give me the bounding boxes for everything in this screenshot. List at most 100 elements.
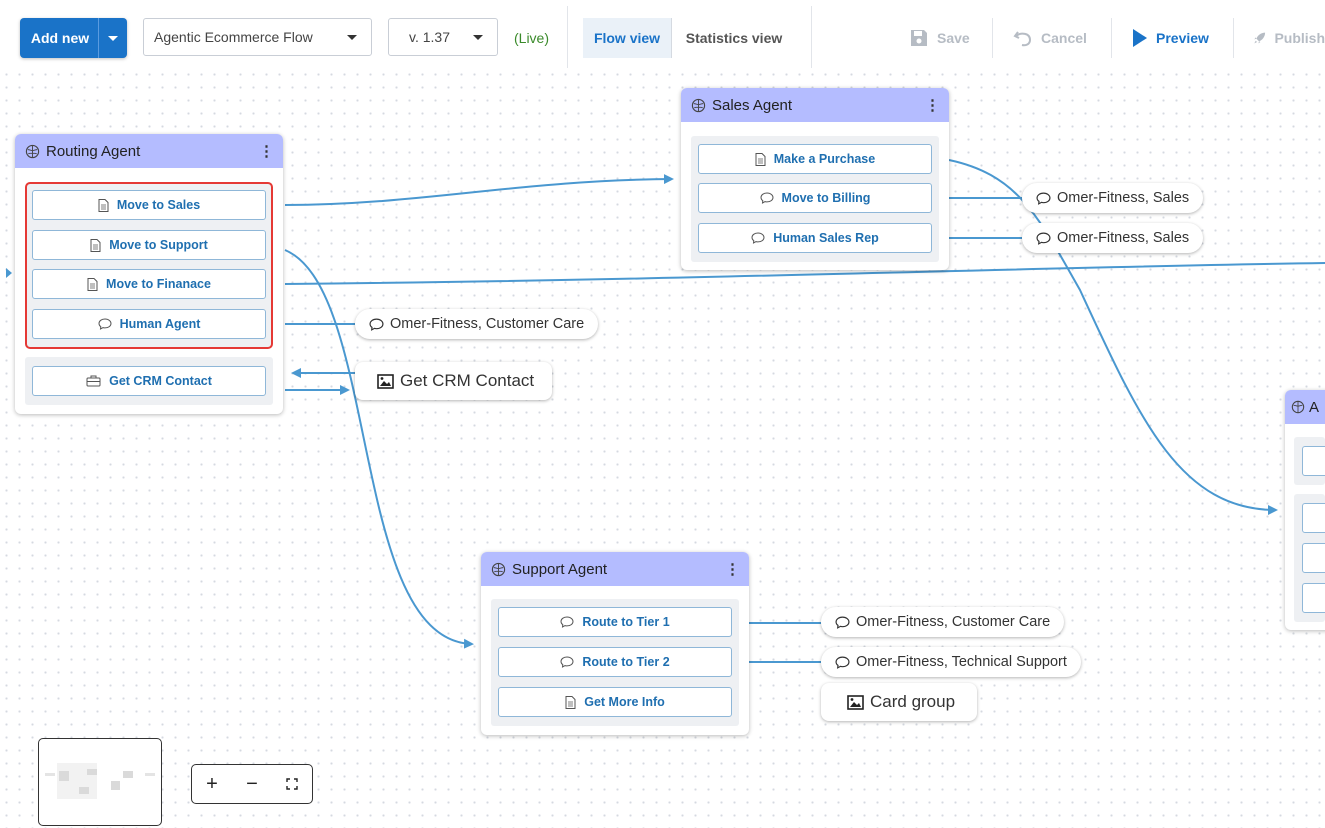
minimap-node <box>45 773 55 776</box>
brain-icon <box>691 98 706 112</box>
zoom-in-button[interactable]: + <box>206 772 218 795</box>
kebab-menu-icon[interactable]: ⋮ <box>725 560 740 578</box>
brain-icon <box>491 562 506 576</box>
add-new-button[interactable]: Add new <box>20 18 127 58</box>
pill-label: Omer-Fitness, Technical Support <box>856 654 1067 670</box>
rocket-icon <box>1254 32 1266 44</box>
chat-bubble-icon <box>1036 192 1051 205</box>
toolbar-divider <box>1233 18 1234 58</box>
image-card-icon <box>847 694 864 710</box>
button-make-a-purchase[interactable]: Make a Purchase <box>698 144 932 174</box>
button-move-to-billing[interactable]: Move to Billing <box>698 183 932 213</box>
button-label: Make a Purchase <box>773 152 876 166</box>
minimap-node <box>111 781 120 790</box>
pill-card-group[interactable]: Card group <box>821 683 978 721</box>
flow-select[interactable]: Agentic Ecommerce Flow <box>143 18 372 56</box>
version-select[interactable]: v. 1.37 <box>388 18 498 56</box>
undo-icon <box>1013 31 1032 47</box>
button-get-more-info[interactable]: Get More Info <box>498 687 732 717</box>
minimap[interactable] <box>38 738 162 826</box>
minimap-node <box>87 769 97 775</box>
toolbar-divider <box>567 6 568 68</box>
node-header[interactable]: Support Agent ⋮ <box>481 552 749 586</box>
pill-label: Get CRM Contact <box>400 371 535 390</box>
chevron-down-icon <box>473 34 483 40</box>
button-label: Get More Info <box>584 695 665 709</box>
save-label: Save <box>937 30 970 46</box>
node-title: Routing Agent <box>46 142 141 160</box>
zoom-out-button[interactable]: − <box>246 772 258 795</box>
minimap-node <box>123 771 133 778</box>
chat-bubble-icon <box>1036 232 1051 245</box>
button-label: Move to Support <box>109 238 208 252</box>
document-icon <box>87 277 98 291</box>
button-route-to-tier-2[interactable]: Route to Tier 2 <box>498 647 732 677</box>
node-header[interactable]: Routing Agent ⋮ <box>15 134 283 168</box>
chevron-down-icon <box>347 34 357 40</box>
flow-select-value: Agentic Ecommerce Flow <box>154 29 313 45</box>
node-button[interactable] <box>1302 543 1325 573</box>
save-icon <box>911 30 927 46</box>
button-label: Route to Tier 2 <box>582 655 670 669</box>
node-button[interactable] <box>1302 583 1325 613</box>
brain-icon <box>25 144 40 158</box>
pill-routing-human[interactable]: Omer-Fitness, Customer Care <box>355 309 599 339</box>
publish-label: Publish <box>1274 30 1325 46</box>
node-header[interactable]: Sales Agent ⋮ <box>681 88 949 122</box>
tab-statistics-view-label: Statistics view <box>685 30 783 46</box>
preview-label: Preview <box>1156 30 1209 46</box>
chat-bubble-icon <box>98 318 112 330</box>
version-select-value: v. 1.37 <box>409 29 450 45</box>
button-label: Move to Sales <box>116 198 201 212</box>
button-move-to-sales[interactable]: Move to Sales <box>32 190 266 220</box>
publish-button[interactable]: Publish <box>1253 26 1325 50</box>
button-move-to-support[interactable]: Move to Support <box>32 230 266 260</box>
kebab-menu-icon[interactable]: ⋮ <box>259 142 274 160</box>
button-label: Move to Finanace <box>106 277 211 291</box>
button-move-to-finance[interactable]: Move to Finanace <box>32 269 266 299</box>
pill-get-crm-contact[interactable]: Get CRM Contact <box>355 362 553 400</box>
tab-statistics-view[interactable]: Statistics view <box>672 18 796 58</box>
pill-support-tier2[interactable]: Omer-Fitness, Technical Support <box>821 647 1081 677</box>
document-icon <box>755 152 766 166</box>
toolbar-divider <box>992 18 993 58</box>
node-title: A <box>1309 398 1320 416</box>
node-button[interactable] <box>1302 503 1325 533</box>
play-icon <box>1133 29 1147 47</box>
tab-flow-view-label: Flow view <box>593 30 661 46</box>
button-label: Human Agent <box>119 317 201 331</box>
chat-bubble-icon <box>835 656 850 669</box>
pill-support-tier1[interactable]: Omer-Fitness, Customer Care <box>821 607 1065 637</box>
brain-icon <box>1291 400 1305 414</box>
button-get-crm-contact[interactable]: Get CRM Contact <box>32 366 266 396</box>
button-label: Human Sales Rep <box>773 231 879 245</box>
pill-label: Omer-Fitness, Sales <box>1057 230 1190 246</box>
fit-view-button[interactable] <box>278 773 306 796</box>
chat-bubble-icon <box>751 232 765 244</box>
chat-bubble-icon <box>560 616 574 628</box>
button-route-to-tier-1[interactable]: Route to Tier 1 <box>498 607 732 637</box>
toolbar-divider <box>1111 18 1112 58</box>
tab-flow-view[interactable]: Flow view <box>583 18 671 58</box>
button-human-sales-rep[interactable]: Human Sales Rep <box>698 223 932 253</box>
button-human-agent[interactable]: Human Agent <box>32 309 266 339</box>
zoom-controls: + − <box>191 764 313 804</box>
kebab-menu-icon[interactable]: ⋮ <box>925 96 940 114</box>
image-card-icon <box>377 373 394 389</box>
button-label: Move to Billing <box>781 191 871 205</box>
fullscreen-icon <box>286 777 298 790</box>
save-button[interactable]: Save <box>909 26 970 50</box>
node-button[interactable] <box>1302 446 1325 476</box>
node-title: Support Agent <box>512 560 608 578</box>
node-title: Sales Agent <box>712 96 793 114</box>
preview-button[interactable]: Preview <box>1132 26 1209 50</box>
pill-label: Omer-Fitness, Sales <box>1057 190 1190 206</box>
document-icon <box>565 695 576 709</box>
pill-sales-human[interactable]: Omer-Fitness, Sales <box>1022 223 1204 253</box>
cancel-button[interactable]: Cancel <box>1013 26 1087 50</box>
node-header[interactable]: A <box>1285 390 1325 424</box>
add-new-dropdown-toggle[interactable] <box>98 18 127 58</box>
add-new-label: Add new <box>30 30 90 46</box>
pill-label: Card group <box>870 692 956 711</box>
pill-sales-billing[interactable]: Omer-Fitness, Sales <box>1022 183 1204 213</box>
